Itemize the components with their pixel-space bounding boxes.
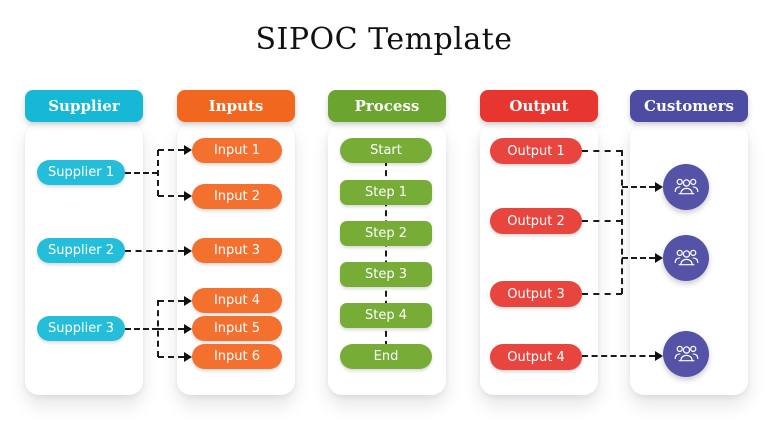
pill-supplier-2: Supplier 2 (37, 238, 125, 263)
people-group-icon (674, 345, 698, 361)
pill-process-step-3: Step 3 (340, 262, 432, 287)
dashed-connector (125, 250, 184, 252)
arrowhead-icon (184, 246, 192, 256)
arrowhead-icon (184, 324, 192, 334)
dashed-connector (158, 300, 184, 302)
dashed-connector (158, 149, 184, 151)
pill-process-step-4: Step 4 (340, 303, 432, 328)
pill-output-3: Output 3 (490, 281, 582, 307)
pill-input-4: Input 4 (192, 288, 282, 313)
process-flow-connector (385, 150, 387, 357)
pill-input-1: Input 1 (192, 138, 282, 163)
pill-output-4: Output 4 (490, 344, 582, 370)
dashed-connector (158, 356, 184, 358)
column-header-supplier: Supplier (25, 90, 143, 122)
page-title: SIPOC Template (255, 22, 513, 57)
pill-input-5: Input 5 (192, 316, 282, 341)
customer-1-avatar (663, 164, 709, 210)
arrowhead-icon (655, 351, 663, 361)
people-group-icon (674, 249, 698, 265)
arrowhead-icon (184, 352, 192, 362)
customer-3-avatar (663, 331, 709, 377)
customer-2-avatar (663, 235, 709, 281)
dashed-connector (158, 195, 184, 197)
pill-process-step-2: Step 2 (340, 221, 432, 246)
pill-process-start: Start (340, 138, 432, 163)
pill-output-1: Output 1 (490, 138, 582, 164)
dashed-connector (582, 293, 622, 295)
dashed-connector (622, 257, 655, 259)
column-header-customers: Customers (630, 90, 748, 122)
dashed-connector (125, 328, 158, 330)
column-header-process: Process (328, 90, 446, 122)
column-header-output: Output (480, 90, 598, 122)
dashed-connector (622, 186, 655, 188)
arrowhead-icon (655, 253, 663, 263)
arrowhead-icon (184, 296, 192, 306)
dashed-connector (157, 150, 159, 196)
pill-process-end: End (340, 344, 432, 369)
column-header-inputs: Inputs (177, 90, 295, 122)
pill-supplier-1: Supplier 1 (37, 160, 125, 185)
dashed-connector (125, 172, 158, 174)
dashed-connector (158, 328, 184, 330)
pill-output-2: Output 2 (490, 208, 582, 234)
arrowhead-icon (184, 191, 192, 201)
pill-process-step-1: Step 1 (340, 180, 432, 205)
people-group-icon (674, 178, 698, 194)
dashed-connector (582, 355, 655, 357)
arrowhead-icon (655, 182, 663, 192)
pill-input-3: Input 3 (192, 238, 282, 263)
dashed-connector (582, 220, 622, 222)
pill-supplier-3: Supplier 3 (37, 316, 125, 341)
dashed-connector (621, 150, 623, 294)
dashed-connector (582, 150, 622, 152)
arrowhead-icon (184, 145, 192, 155)
pill-input-6: Input 6 (192, 344, 282, 369)
pill-input-2: Input 2 (192, 184, 282, 209)
